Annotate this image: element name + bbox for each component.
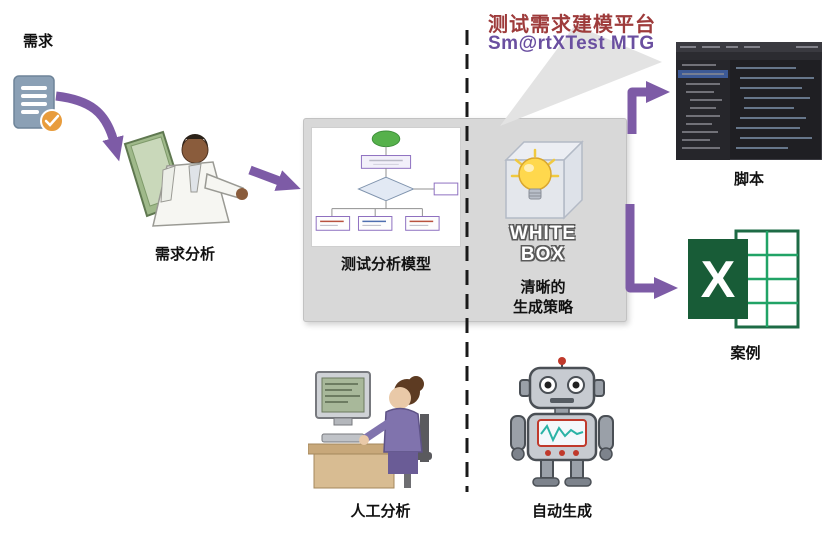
generation-strategy-label: 清晰的 生成策略 [512, 279, 573, 316]
arrow-analyst-to-box [248, 165, 301, 191]
lightbulb-icon [498, 126, 588, 226]
arrow-box-to-script [627, 81, 670, 134]
requirement-analysis-label: 需求分析 [154, 246, 215, 263]
requirement-label: 需求 [22, 33, 53, 50]
person-at-computer-figure [307, 352, 453, 492]
manual-analysis-label: 人工分析 [350, 503, 411, 520]
case-label: 案例 [730, 345, 761, 362]
analyst-figure [105, 122, 250, 240]
product-title: Sm@rtXTest MTG [488, 33, 655, 54]
arrow-box-to-case [625, 204, 678, 299]
script-label: 脚本 [733, 171, 764, 188]
flowchart-panel [311, 127, 461, 247]
code-editor-screenshot [675, 41, 823, 161]
requirement-document-icon [12, 74, 66, 136]
excel-icon: X [688, 225, 803, 333]
excel-letter: X [701, 251, 736, 309]
white-box-label: WHITE BOX [509, 223, 577, 265]
test-analysis-model-label: 测试分析模型 [340, 256, 431, 273]
auto-generation-label: 自动生成 [531, 503, 592, 520]
robot-figure [503, 356, 621, 488]
